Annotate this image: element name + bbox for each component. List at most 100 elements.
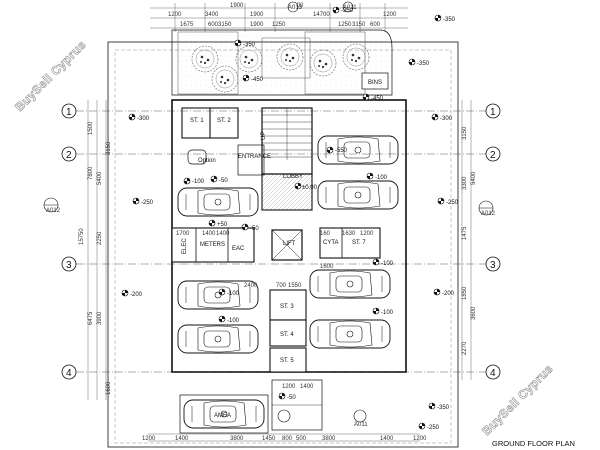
- plan-title: GROUND FLOOR PLAN: [492, 439, 575, 448]
- dim-text: 1630: [342, 231, 356, 237]
- level-text: -550: [335, 148, 348, 154]
- dim-text: 1400: [300, 384, 314, 390]
- level-marker-icon: [366, 172, 374, 180]
- level-text: -100: [381, 261, 394, 267]
- level-marker-icon: [437, 197, 445, 205]
- dim-text: 1850: [462, 286, 468, 300]
- dim-text: 3600: [471, 306, 477, 320]
- axis-bubbles-right: 1 2 3 4: [485, 103, 501, 380]
- level-text: -50: [287, 395, 296, 401]
- level-text: -100: [227, 291, 240, 297]
- axis-bubbles-left: 1 2 3 4: [61, 103, 77, 380]
- meters-label: METERS: [200, 242, 225, 248]
- dim-text: 2250: [97, 231, 103, 245]
- level-text: -100: [192, 179, 205, 185]
- cyta-label: CYTA: [323, 240, 339, 246]
- level-text: -450: [251, 77, 264, 83]
- level-text: ±0.00: [302, 185, 318, 191]
- svg-text:A011: A011: [354, 422, 368, 428]
- dim-text: 600: [208, 22, 219, 28]
- level-text: -250: [427, 425, 440, 431]
- motorbike-icon: [187, 149, 207, 165]
- dim-text: 1700: [176, 231, 190, 237]
- eac-label: EAC: [232, 246, 245, 252]
- storage-5-label: ST. 5: [280, 358, 294, 364]
- entrance-label: ENTRANCE: [238, 154, 271, 160]
- grid-axes: [76, 110, 490, 373]
- services-block-right: [319, 227, 381, 259]
- storage-7-label: ST. 7: [352, 240, 366, 246]
- svg-text:3: 3: [66, 260, 72, 271]
- lobby: [261, 173, 313, 211]
- svg-text:A012: A012: [481, 211, 496, 217]
- dim-text: 1900: [250, 22, 264, 28]
- bins-room: [361, 72, 389, 90]
- dim-text: 3150: [462, 126, 468, 140]
- car-icon: [309, 269, 391, 299]
- level-text: -350: [437, 405, 450, 411]
- dim-text: 3150: [218, 22, 232, 28]
- elec-label: ELEC: [182, 238, 188, 254]
- level-text: -350: [243, 42, 256, 48]
- dim-text: 3400: [205, 12, 219, 18]
- car-icon: [309, 319, 391, 349]
- level-text: -50: [219, 178, 228, 184]
- svg-text:A011: A011: [343, 5, 357, 11]
- lobby-label: LOBBY: [283, 174, 303, 180]
- dim-text: 3150: [106, 141, 112, 155]
- dim-text: 3300: [462, 176, 468, 190]
- level-marker-icon: [132, 197, 140, 205]
- car-icon: [317, 180, 399, 210]
- dim-text: 3150: [352, 22, 366, 28]
- entrance: [237, 144, 265, 176]
- level-marker-icon: [431, 113, 439, 121]
- level-text: -250: [446, 200, 459, 206]
- level-text: -300: [137, 116, 150, 122]
- bottom-dimension-lines: [148, 433, 420, 442]
- dim-text: 1600: [106, 381, 112, 395]
- stair-up-label: UP: [261, 132, 267, 140]
- dim-text: 15750: [79, 228, 85, 245]
- dim-text: 1450: [262, 436, 276, 442]
- level-text: -100: [227, 318, 240, 324]
- dim-text: 1250: [338, 22, 352, 28]
- svg-text:4: 4: [490, 368, 496, 379]
- storage-3: [269, 289, 307, 321]
- dim-text: 500: [296, 436, 307, 442]
- dim-text: 1200: [383, 12, 397, 18]
- dim-text: 1200: [168, 12, 182, 18]
- dim-text: 700: [276, 283, 287, 289]
- watermark-text: BuySell Cyprus: [12, 38, 89, 115]
- level-marker-icon: [218, 315, 226, 323]
- level-marker-icon: [428, 402, 436, 410]
- storage-4-label: ST. 4: [280, 332, 294, 338]
- landscape-bed: [304, 31, 366, 95]
- level-text: -250: [141, 200, 154, 206]
- level-text: -100: [375, 175, 388, 181]
- option-label: Option: [198, 158, 216, 164]
- storage-4: [269, 319, 307, 347]
- left-dimension-lines: [87, 100, 107, 400]
- level-marker-icon: [372, 307, 380, 315]
- dim-text: 14700: [313, 12, 330, 18]
- level-marker-icon: [208, 219, 216, 227]
- right-dimension-lines: [461, 100, 472, 380]
- level-text: -200: [130, 292, 143, 298]
- storage-2-label: ST. 2: [217, 118, 231, 124]
- dim-text: 1400: [175, 436, 189, 442]
- dim-text: 5400: [97, 171, 103, 185]
- level-marker-icon: [121, 289, 129, 297]
- level-text: -450: [371, 96, 384, 102]
- level-marker-icon: [218, 288, 226, 296]
- bins-label: BINS: [368, 80, 382, 86]
- level-marker-icon: [332, 6, 340, 14]
- level-marker-icon: [128, 113, 136, 121]
- level-marker-icon: [433, 288, 441, 296]
- level-marker-icon: [326, 146, 334, 154]
- dim-text: 5400: [471, 171, 477, 185]
- level-text: -100: [381, 310, 394, 316]
- lift-label: LIFT: [283, 241, 296, 247]
- level-marker-icon: [372, 258, 380, 266]
- dim-text: 1600: [320, 264, 334, 270]
- dim-text: 1400: [202, 231, 216, 237]
